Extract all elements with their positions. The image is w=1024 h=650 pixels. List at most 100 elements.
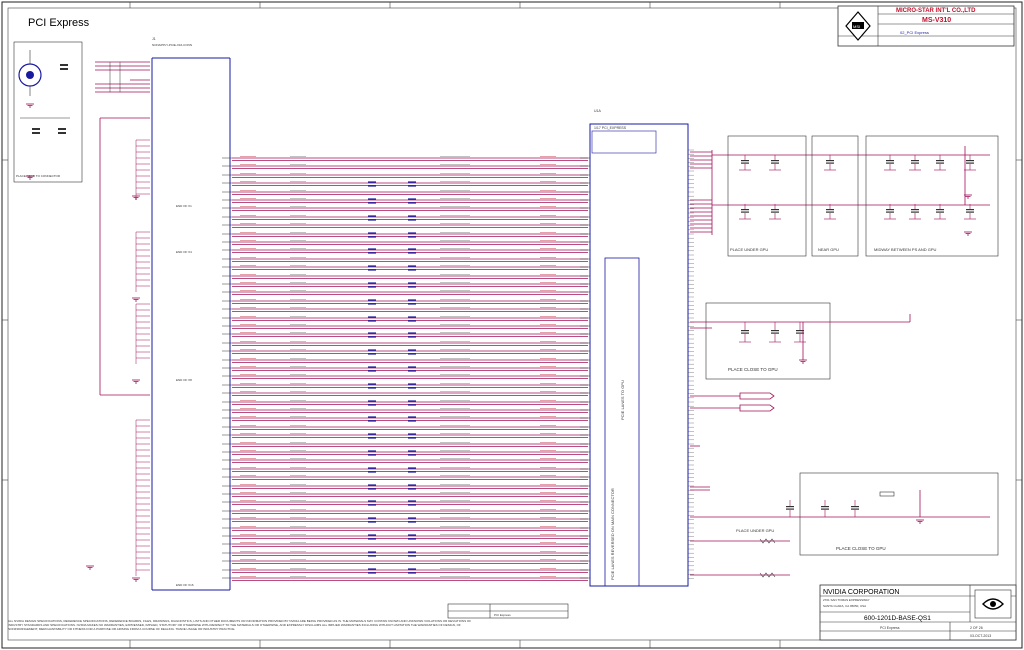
capacitor-icon (821, 500, 829, 517)
vertical-note-2: PCIE LANES TO GPU (620, 380, 625, 420)
connector-ref: J1 (152, 37, 156, 41)
cap-box-near-gpu: NEAR GPU (811, 135, 859, 257)
lane-pair (222, 425, 590, 430)
pex-vdd-wiring (690, 146, 990, 235)
decoupling-caps (739, 155, 976, 517)
note-midway: MIDWAY BETWEEN PS AND GPU (874, 247, 936, 252)
page-name-tag: 02_PCI Express (900, 30, 929, 35)
ground-icon (132, 297, 140, 302)
ground-icon (132, 577, 140, 582)
capacitor-icon (769, 322, 781, 343)
page-label: PCI Express (880, 626, 900, 630)
end-of-x16: END OF X16 (176, 583, 194, 587)
ground-icon (132, 195, 140, 200)
lane-pair (222, 248, 590, 254)
lane-pair (222, 223, 590, 228)
lane-pair (222, 290, 590, 295)
inner-border (7, 7, 1017, 641)
capacitor-icon (769, 204, 781, 220)
lower-right-box: PLACE UNDER GPU PLACE CLOSE TO GPU (690, 472, 999, 578)
tstclk-wiring (690, 392, 775, 447)
lane-pair (222, 240, 590, 245)
lane-pair (222, 257, 590, 262)
nvidia-corp: NVIDIA CORPORATION (823, 589, 900, 596)
capacitor-icon (824, 204, 836, 220)
lane-pair (222, 265, 590, 271)
lane-pair (222, 173, 590, 178)
lane-pair (222, 559, 590, 564)
lane-pair (222, 156, 590, 161)
lane-pair (222, 492, 590, 497)
lane-pair (222, 526, 590, 531)
ground-icon (916, 519, 924, 524)
cap-box-midway: MIDWAY BETWEEN PS AND GPU (865, 135, 999, 257)
ground-icon (86, 565, 94, 570)
lane-pair (222, 568, 590, 574)
lane-pair (222, 358, 590, 363)
left-power-box: PLACE NEAR TO CONNECTOR (13, 41, 83, 183)
nvidia-address: 2701 SAN TOMAS EXPRESSWAY (823, 598, 870, 602)
lane-pair (222, 484, 590, 490)
lane-pair (222, 467, 590, 473)
gpu-u1a: U1A 1/17 PCI_EXPRESS (589, 109, 694, 587)
note-near-gpu: NEAR GPU (818, 247, 839, 252)
note-place-close-gpu-1: PLACE CLOSE TO GPU (728, 367, 778, 372)
lane-pair (222, 442, 590, 447)
end-of-x8: END OF X8 (176, 378, 192, 382)
page-detail-name: PCI Express (494, 613, 511, 617)
gpu-ref: U1A (594, 109, 601, 113)
lane-pair (222, 400, 590, 406)
disclaimer-container: ALL NVIDIA DESIGN SPECIFICATIONS, REFERE… (8, 619, 472, 631)
lane-pair (222, 349, 590, 355)
capacitor-icon (884, 204, 896, 220)
note-place-under-gpu-2: PLACE UNDER GPU (736, 528, 774, 533)
lane-pair (222, 206, 590, 211)
note-place-under-gpu: PLACE UNDER GPU (730, 247, 768, 252)
msi-title-block: MSI MICRO-STAR INT'L CO.,LTD MS-V310 02_… (837, 5, 1015, 47)
lane-pair (222, 232, 590, 238)
capacitor-icon (934, 155, 946, 171)
lane-pair (222, 551, 590, 557)
lane-pair (222, 190, 590, 195)
sheet-number: 2 OF 26 (970, 626, 983, 630)
lane-pair (222, 450, 590, 456)
lane-pair (222, 274, 590, 279)
note-near-connector: PLACE NEAR TO CONNECTOR (16, 174, 61, 178)
capacitor-icon (884, 155, 896, 171)
connector-j1: J1 NONAPPLY-PCIE-X16-CONN END OF X1 END … (151, 37, 231, 591)
page-detail-box: PCI Express (447, 603, 569, 619)
lane-pair (222, 198, 590, 204)
capacitor-icon (964, 155, 976, 171)
company-name: MICRO-STAR INT'L CO.,LTD (896, 8, 976, 14)
lane-pair (222, 374, 590, 379)
lane-pair (222, 332, 590, 338)
power-wiring (95, 61, 150, 396)
lane-pair (222, 366, 590, 372)
lane-pair (222, 576, 590, 581)
capacitor-icon (739, 204, 751, 220)
nvidia-city: SANTA CLARA, CA 95050, USA (823, 604, 866, 608)
capacitor-icon (769, 155, 781, 171)
lane-pair (222, 458, 590, 463)
page-title: PCI Express (28, 17, 90, 29)
gpu-block-title: 1/17 PCI_EXPRESS (594, 126, 627, 130)
power-caps (109, 62, 121, 92)
disclaimer-text: ALL NVIDIA DESIGN SPECIFICATIONS, REFERE… (8, 619, 472, 631)
lane-pair (222, 341, 590, 346)
lane-pair (222, 391, 590, 396)
capacitor-icon (964, 204, 976, 220)
lane-pair (222, 517, 590, 523)
lane-pair (222, 164, 590, 169)
capacitor-icon (794, 322, 806, 343)
pll-cap-box: PLACE CLOSE TO GPU (690, 302, 911, 380)
gnd-stacks (135, 139, 150, 576)
lane-pair (222, 475, 590, 480)
end-of-x4: END OF X4 (176, 250, 192, 254)
lane-pair (222, 307, 590, 312)
lane-pair (222, 215, 590, 221)
nvidia-title-block: NVIDIA CORPORATION 2701 SAN TOMAS EXPRES… (819, 584, 1017, 641)
part-number: 600-1201D-BASE-QS1 (864, 615, 931, 622)
